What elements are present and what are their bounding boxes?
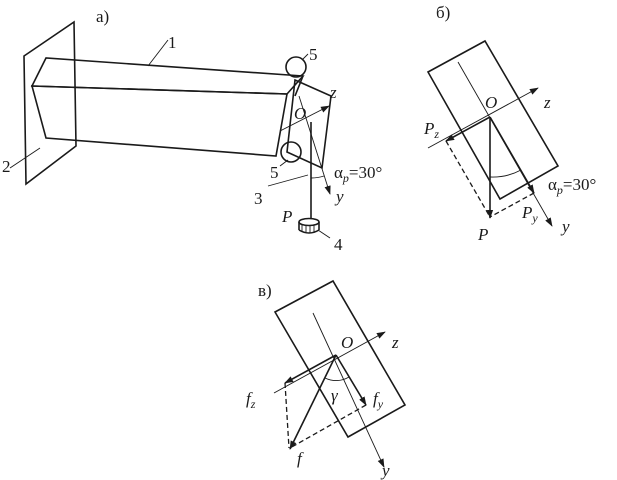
section-rect-b [426,39,560,201]
callout-5-bottom: 5 [270,163,279,182]
wall-plate [23,20,77,186]
angle-arc-a [310,175,325,179]
py-label: Py [521,203,538,225]
component-pz [445,116,491,142]
fz-label: fz [246,389,256,411]
fy-label: fy [373,389,384,411]
axis-z-label-c: z [391,333,399,352]
leader-5-bottom [279,159,289,167]
dash-pz-b [445,140,491,218]
force-label-c: f [297,449,304,468]
leader-5-top [301,53,309,61]
angle-arc-c [324,376,350,382]
component-fy [335,354,367,406]
pz-label: Pz [423,119,439,141]
callout-5-top: 5 [309,45,318,64]
panel-a: а) [2,7,382,254]
origin-label-b: O [485,93,497,112]
dash-fz-c [284,382,290,449]
panel-c-label: в) [258,281,272,300]
axis-z-b [427,87,539,149]
axis-y-label-a: y [334,187,344,206]
angle-label-a: αp=30° [334,163,382,185]
component-fz [284,354,337,384]
origin-label-a: O [294,104,306,123]
leader-3 [267,174,309,187]
leader-2 [9,147,41,169]
origin-label-c: O [341,333,353,352]
callout-4: 4 [334,235,343,254]
leader-1 [147,39,169,67]
component-py [489,116,535,194]
force-f [289,354,337,450]
axis-y-label-c: y [380,461,390,480]
axis-z-a [279,105,330,132]
bottom-support-roller [280,141,302,163]
axis-z-label-a: z [329,83,337,102]
leader-4 [317,229,331,239]
angle-label-b: αp=30° [548,175,596,197]
force-label-b: P [477,225,488,244]
angle-gamma-label: γ [331,386,339,405]
axis-y-label-b: y [560,217,570,236]
panel-b-label: б) [436,3,450,22]
axis-z-c [273,331,386,394]
load-weight [298,217,320,234]
axis-y-a [298,95,331,195]
callout-3: 3 [254,189,263,208]
axis-z-label-b: z [543,93,551,112]
section-rect-c [273,279,407,439]
callout-1: 1 [168,33,177,52]
callout-2: 2 [2,157,11,176]
angle-arc-b [489,169,522,178]
panel-c: в) O z y f fz fy γ [246,279,407,480]
panel-a-label: а) [96,7,109,26]
force-label-a: P [281,207,292,226]
cantilever-beam [30,57,305,157]
axis-y-c [312,312,385,468]
panel-b: б) O z y P Pz Py αp=30° [423,3,596,244]
dash-py-b [489,192,535,218]
dash-fy-c [289,404,367,449]
top-support-roller [285,56,307,78]
